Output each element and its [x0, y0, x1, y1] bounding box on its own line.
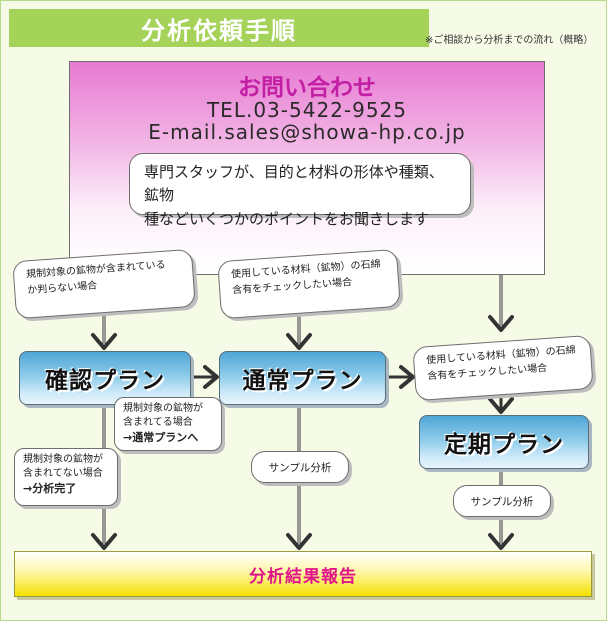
note-line-1: 規制対象の鉱物が [123, 403, 203, 414]
arrowhead-confirm [91, 333, 117, 350]
arrowhead-to-regular [203, 365, 219, 389]
contact-title: お問い合わせ [238, 75, 376, 101]
arrowhead-periodic [488, 397, 514, 414]
plan-periodic-label: 定期プラン [444, 432, 564, 458]
contact-email: E-mail.sales@showa-hp.co.jp [148, 120, 466, 144]
sample-analysis-periodic: サンプル分析 [453, 485, 551, 517]
report-box: 分析結果報告 [14, 551, 592, 597]
plan-regular-label: 通常プラン [242, 368, 363, 394]
plan-regular: 通常プラン [219, 351, 386, 405]
note-result: →通常プランへ [123, 431, 199, 444]
arrowhead-report-right [488, 533, 514, 550]
plan-confirm-label: 確認プラン [45, 368, 165, 394]
intro-line-1: 専門スタッフが、目的と材料の形体や種類、鉱物 [144, 163, 444, 205]
title-note: ※ご相談から分析までの流れ（概略） [425, 35, 594, 46]
arrowhead-right [488, 315, 514, 332]
note-contains: 規制対象の鉱物が 含まれてる場合 →通常プランへ [114, 397, 222, 451]
note-result: →分析完了 [23, 482, 77, 495]
page-title: 分析依頼手順 [9, 9, 429, 47]
sample-analysis-regular: サンプル分析 [251, 451, 349, 483]
report-label: 分析結果報告 [249, 566, 357, 587]
note-not-contains: 規制対象の鉱物が 含まれてない場合 →分析完了 [14, 448, 118, 506]
arrowhead-to-right-callout [399, 365, 415, 389]
intro-line-2: 種などいくつかのポイントをお聞きします [144, 209, 430, 228]
arrowhead-regular [286, 333, 312, 350]
plan-periodic: 定期プラン [419, 415, 589, 469]
arrowhead-report-center [286, 533, 312, 550]
note-line-2: 含まれてない場合 [23, 468, 103, 479]
arrowhead-report-left [91, 533, 117, 550]
note-line-1: 規制対象の鉱物が [23, 454, 103, 465]
note-line-2: 含まれてる場合 [123, 417, 193, 428]
contact-tel: TEL.03-5422-9525 [206, 98, 408, 122]
plan-confirm: 確認プラン [19, 351, 191, 405]
intro-callout: 専門スタッフが、目的と材料の形体や種類、鉱物 種などいくつかのポイントをお聞きし… [129, 153, 471, 228]
